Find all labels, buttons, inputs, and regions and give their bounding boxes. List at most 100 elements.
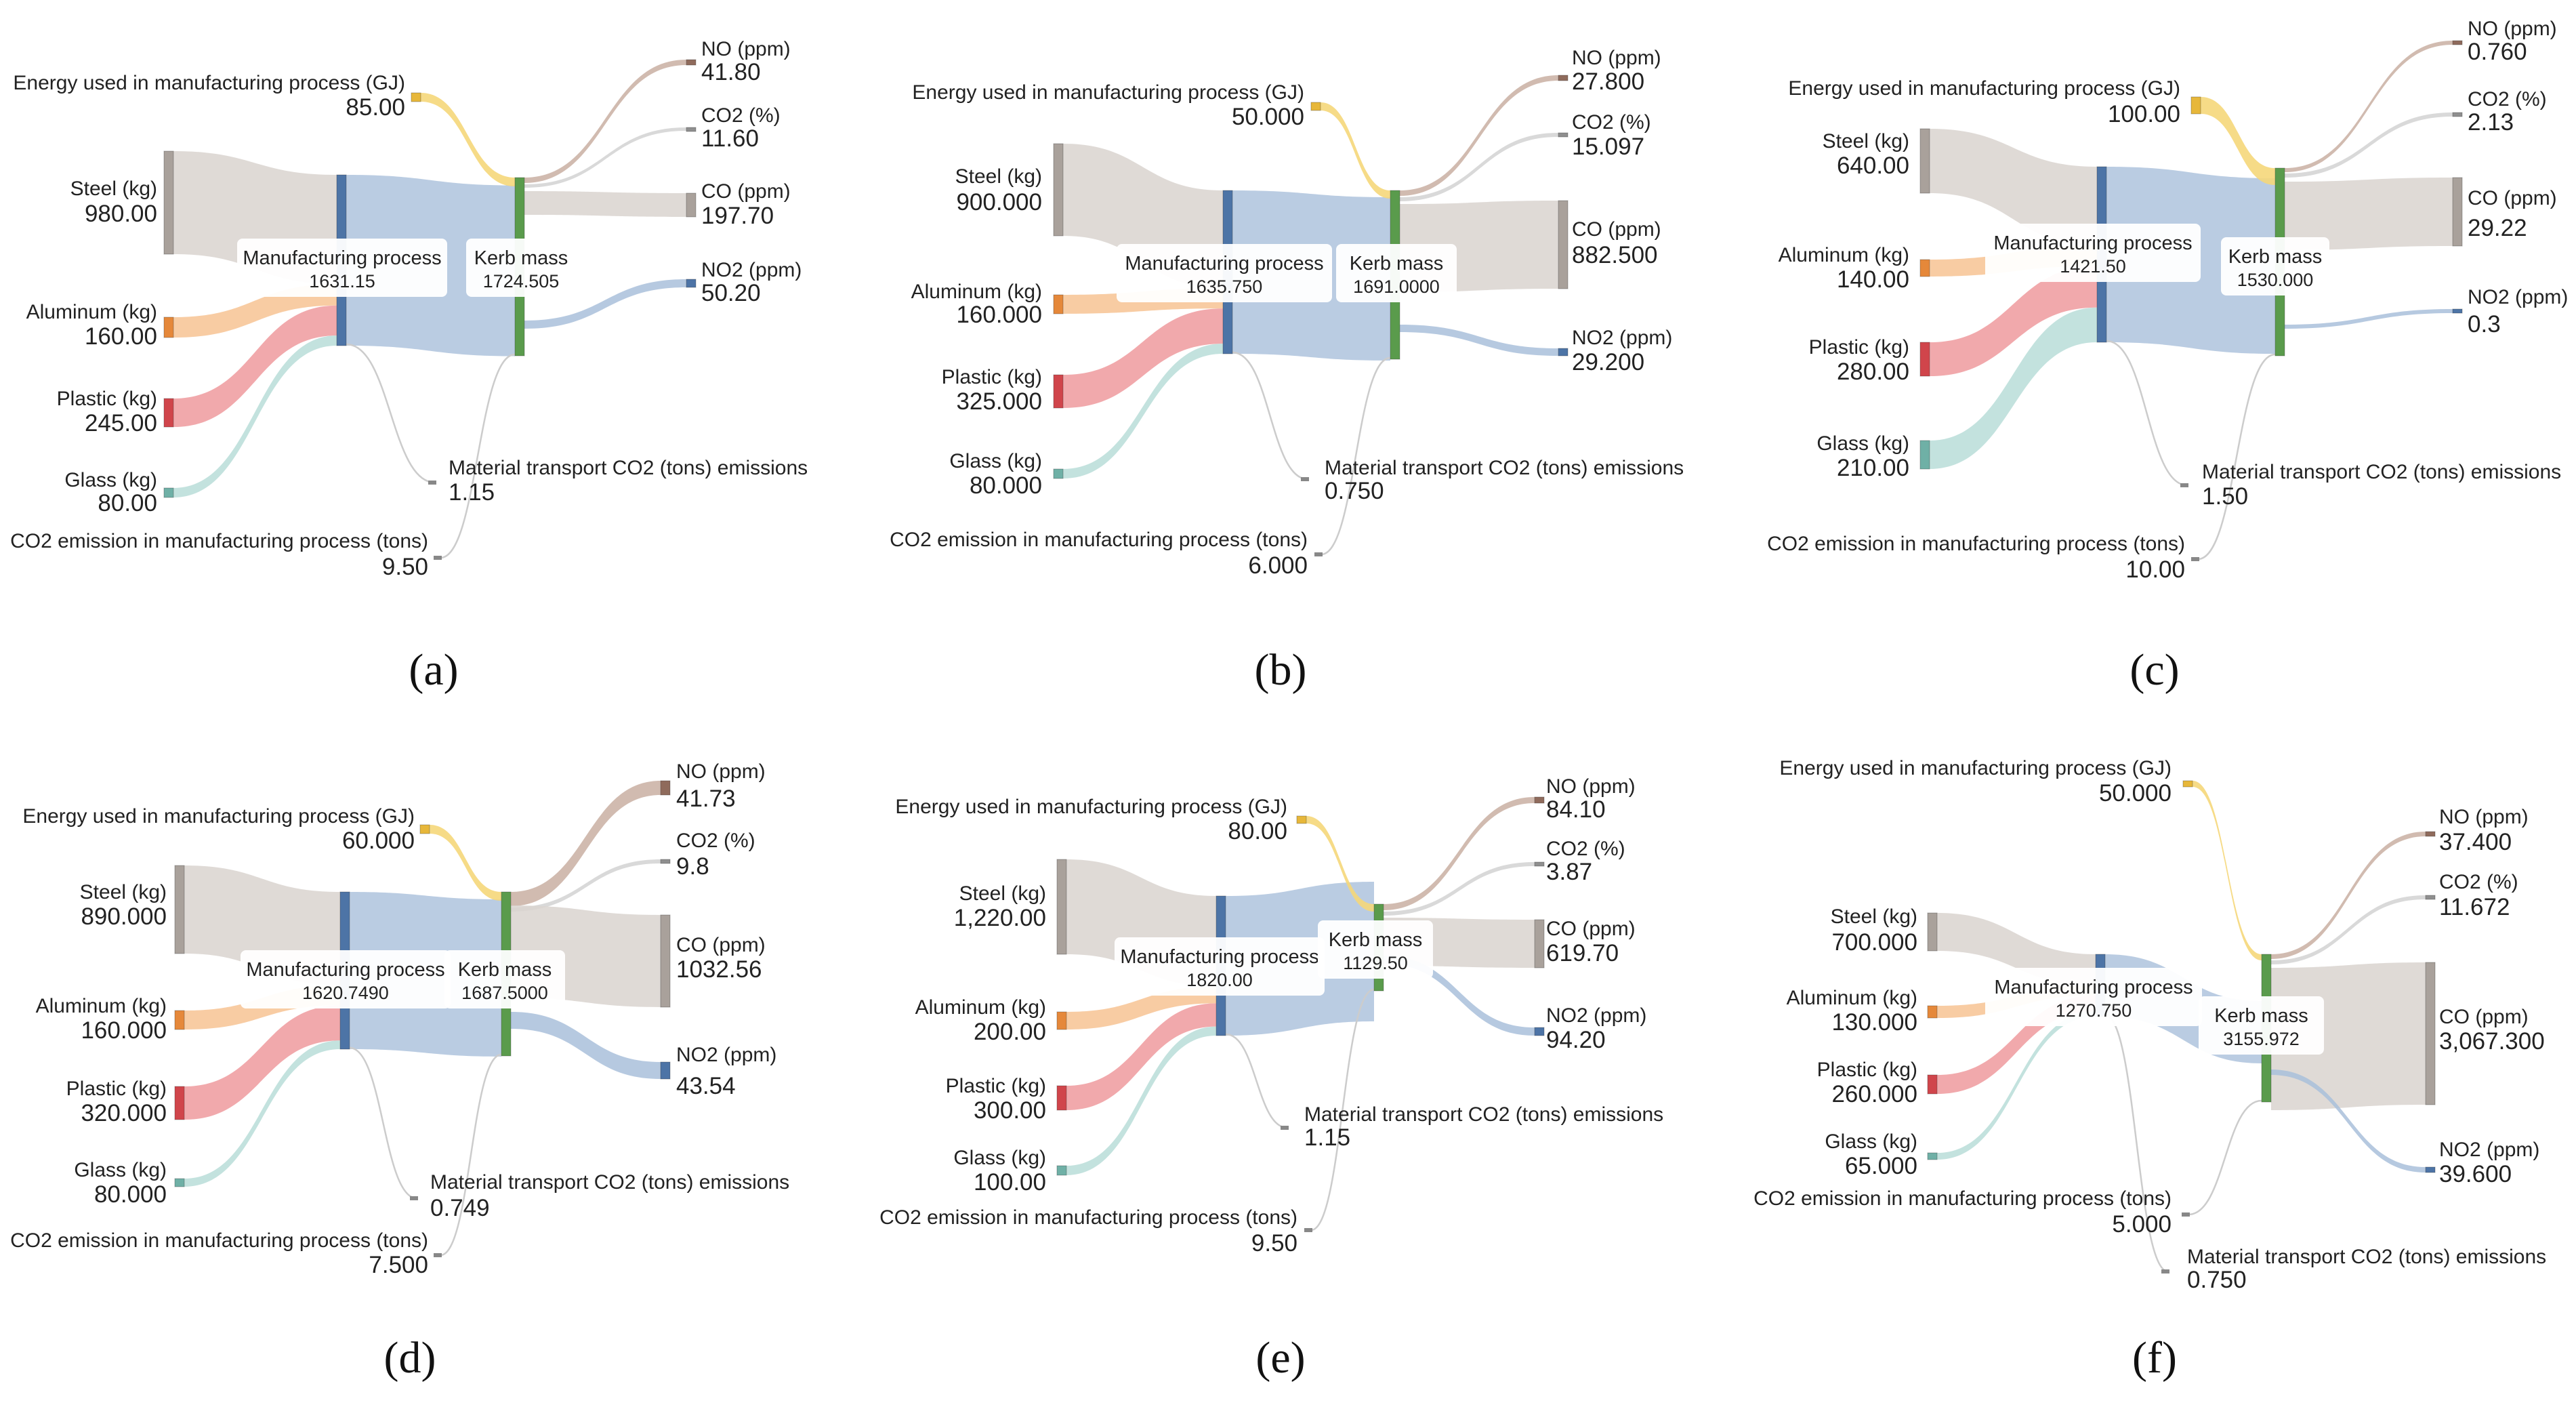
steel-value: 700.000 — [1831, 929, 1917, 956]
no-label: NO (ppm) — [676, 760, 766, 783]
co2pct-value: 15.097 — [1572, 134, 1644, 160]
flow-link — [421, 93, 515, 186]
steel-value: 640.00 — [1837, 152, 1909, 179]
flow-link — [2271, 1069, 2426, 1172]
energy-node — [411, 92, 421, 102]
co2-manufacturing-node — [1314, 552, 1323, 556]
flow-link — [2104, 1014, 2169, 1273]
co2pct-value: 11.672 — [2439, 894, 2510, 920]
manufacturing-process-value: 1635.750 — [1186, 277, 1263, 297]
steel-label: Steel (kg) — [955, 165, 1042, 188]
flow-link — [1400, 75, 1558, 196]
flow-link — [1384, 862, 1535, 916]
co2-manufacturing-label: CO2 emission in manufacturing process (t… — [1767, 533, 2185, 555]
co2-manufacturing-label: CO2 emission in manufacturing process (t… — [1753, 1187, 2172, 1210]
transport-label: Material transport CO2 (tons) emissions — [2202, 461, 2561, 483]
panel-caption: (e) — [1255, 1333, 1305, 1383]
panel-caption: (c) — [2130, 645, 2179, 695]
transport-node — [428, 481, 436, 485]
no2-label: NO2 (ppm) — [1572, 327, 1672, 349]
glass-label: Glass (kg) — [64, 469, 157, 491]
flow-link — [1930, 266, 2097, 376]
energy-node — [419, 824, 430, 834]
kerb-mass-label: Kerb mass — [474, 247, 568, 269]
co-label: CO (ppm) — [1546, 918, 1636, 940]
glass-node — [174, 1178, 185, 1187]
energy-node — [1310, 102, 1321, 111]
flow-link — [1225, 1033, 1288, 1129]
no2-value: 39.600 — [2439, 1161, 2512, 1187]
panel-caption: (b) — [1255, 645, 1307, 695]
transport-value: 1.15 — [1304, 1124, 1350, 1151]
co-label: CO (ppm) — [2439, 1006, 2529, 1028]
flow-link — [1321, 102, 1390, 199]
plastic-node — [174, 1086, 185, 1120]
glass-node — [1053, 468, 1064, 479]
no2-node — [660, 1061, 671, 1080]
plastic-node — [1927, 1074, 1938, 1095]
flow-link — [173, 335, 337, 497]
manufacturing-process-label: Manufacturing process — [243, 247, 441, 269]
co2-manufacturing-node — [1304, 1228, 1312, 1232]
flow-link — [1400, 325, 1558, 356]
aluminum-label: Aluminum (kg) — [36, 995, 167, 1017]
transport-value: 0.750 — [1325, 478, 1384, 504]
co2-manufacturing-node — [434, 1253, 442, 1257]
steel-value: 900.000 — [956, 189, 1042, 216]
co2-manufacturing-label: CO2 emission in manufacturing process (t… — [890, 529, 1308, 551]
manufacturing-process-label-box — [1985, 224, 2201, 282]
energy-value: 85.00 — [346, 94, 405, 121]
aluminum-node — [163, 317, 174, 338]
manufacturing-process-label: Manufacturing process — [1993, 232, 2192, 254]
glass-label: Glass (kg) — [953, 1147, 1046, 1169]
no2-label: NO2 (ppm) — [701, 259, 802, 281]
co2pct-value: 11.60 — [701, 125, 759, 152]
no-label: NO (ppm) — [2439, 806, 2529, 828]
transport-label: Material transport CO2 (tons) emissions — [2187, 1246, 2546, 1268]
no-label: NO (ppm) — [1572, 47, 1661, 69]
co-label: CO (ppm) — [1572, 218, 1661, 241]
sankey-panel: Energy used in manufacturing process (GJ… — [10, 38, 808, 695]
energy-label: Energy used in manufacturing process (GJ… — [912, 81, 1304, 104]
co-label: CO (ppm) — [701, 180, 791, 203]
no-value: 0.760 — [2468, 39, 2527, 65]
no2-label: NO2 (ppm) — [1546, 1004, 1646, 1027]
co2-percent-node — [1558, 132, 1569, 138]
flow-link — [1384, 797, 1535, 910]
flow-link — [184, 1005, 340, 1120]
flow-link — [184, 1040, 340, 1187]
flow-link — [1232, 351, 1308, 481]
co-node — [660, 914, 671, 1008]
no2-label: NO2 (ppm) — [676, 1044, 776, 1066]
aluminum-value: 130.000 — [1831, 1009, 1917, 1036]
manufacturing-process-value: 1820.00 — [1186, 970, 1253, 990]
flow-link — [1063, 308, 1223, 408]
sankey-panel: Energy used in manufacturing process (GJ… — [1767, 18, 2568, 695]
co2-manufacturing-value: 7.500 — [369, 1252, 428, 1278]
kerb-mass-label-box — [2199, 996, 2324, 1055]
flow-link — [524, 60, 686, 183]
flow-link — [173, 283, 337, 338]
manufacturing-process-label: Manufacturing process — [246, 959, 444, 981]
kerb-mass-value: 1129.50 — [1343, 953, 1408, 973]
no-value: 84.10 — [1546, 796, 1606, 823]
co-value: 3,067.300 — [2439, 1028, 2545, 1055]
aluminum-node — [1056, 1011, 1067, 1030]
co2pct-label: CO2 (%) — [1572, 111, 1651, 134]
kerb-mass-label: Kerb mass — [1350, 253, 1444, 274]
no-node — [2452, 40, 2463, 45]
aluminum-label: Aluminum (kg) — [1787, 987, 1917, 1009]
flow-link — [2285, 178, 2453, 250]
energy-label: Energy used in manufacturing process (GJ… — [1779, 757, 2172, 779]
plastic-label: Plastic (kg) — [57, 388, 157, 410]
flow-link — [1930, 129, 2097, 246]
energy-node — [1296, 815, 1307, 824]
co2-manufacturing-label: CO2 emission in manufacturing process (t… — [10, 1229, 428, 1252]
kerb-mass-label-box — [1318, 920, 1433, 979]
co2-manufacturing-value: 10.00 — [2125, 556, 2185, 583]
steel-node — [1056, 859, 1067, 955]
aluminum-value: 200.00 — [974, 1019, 1046, 1045]
flow-link — [1321, 356, 1391, 556]
steel-node — [174, 865, 185, 954]
flow-link — [1937, 995, 2096, 1094]
